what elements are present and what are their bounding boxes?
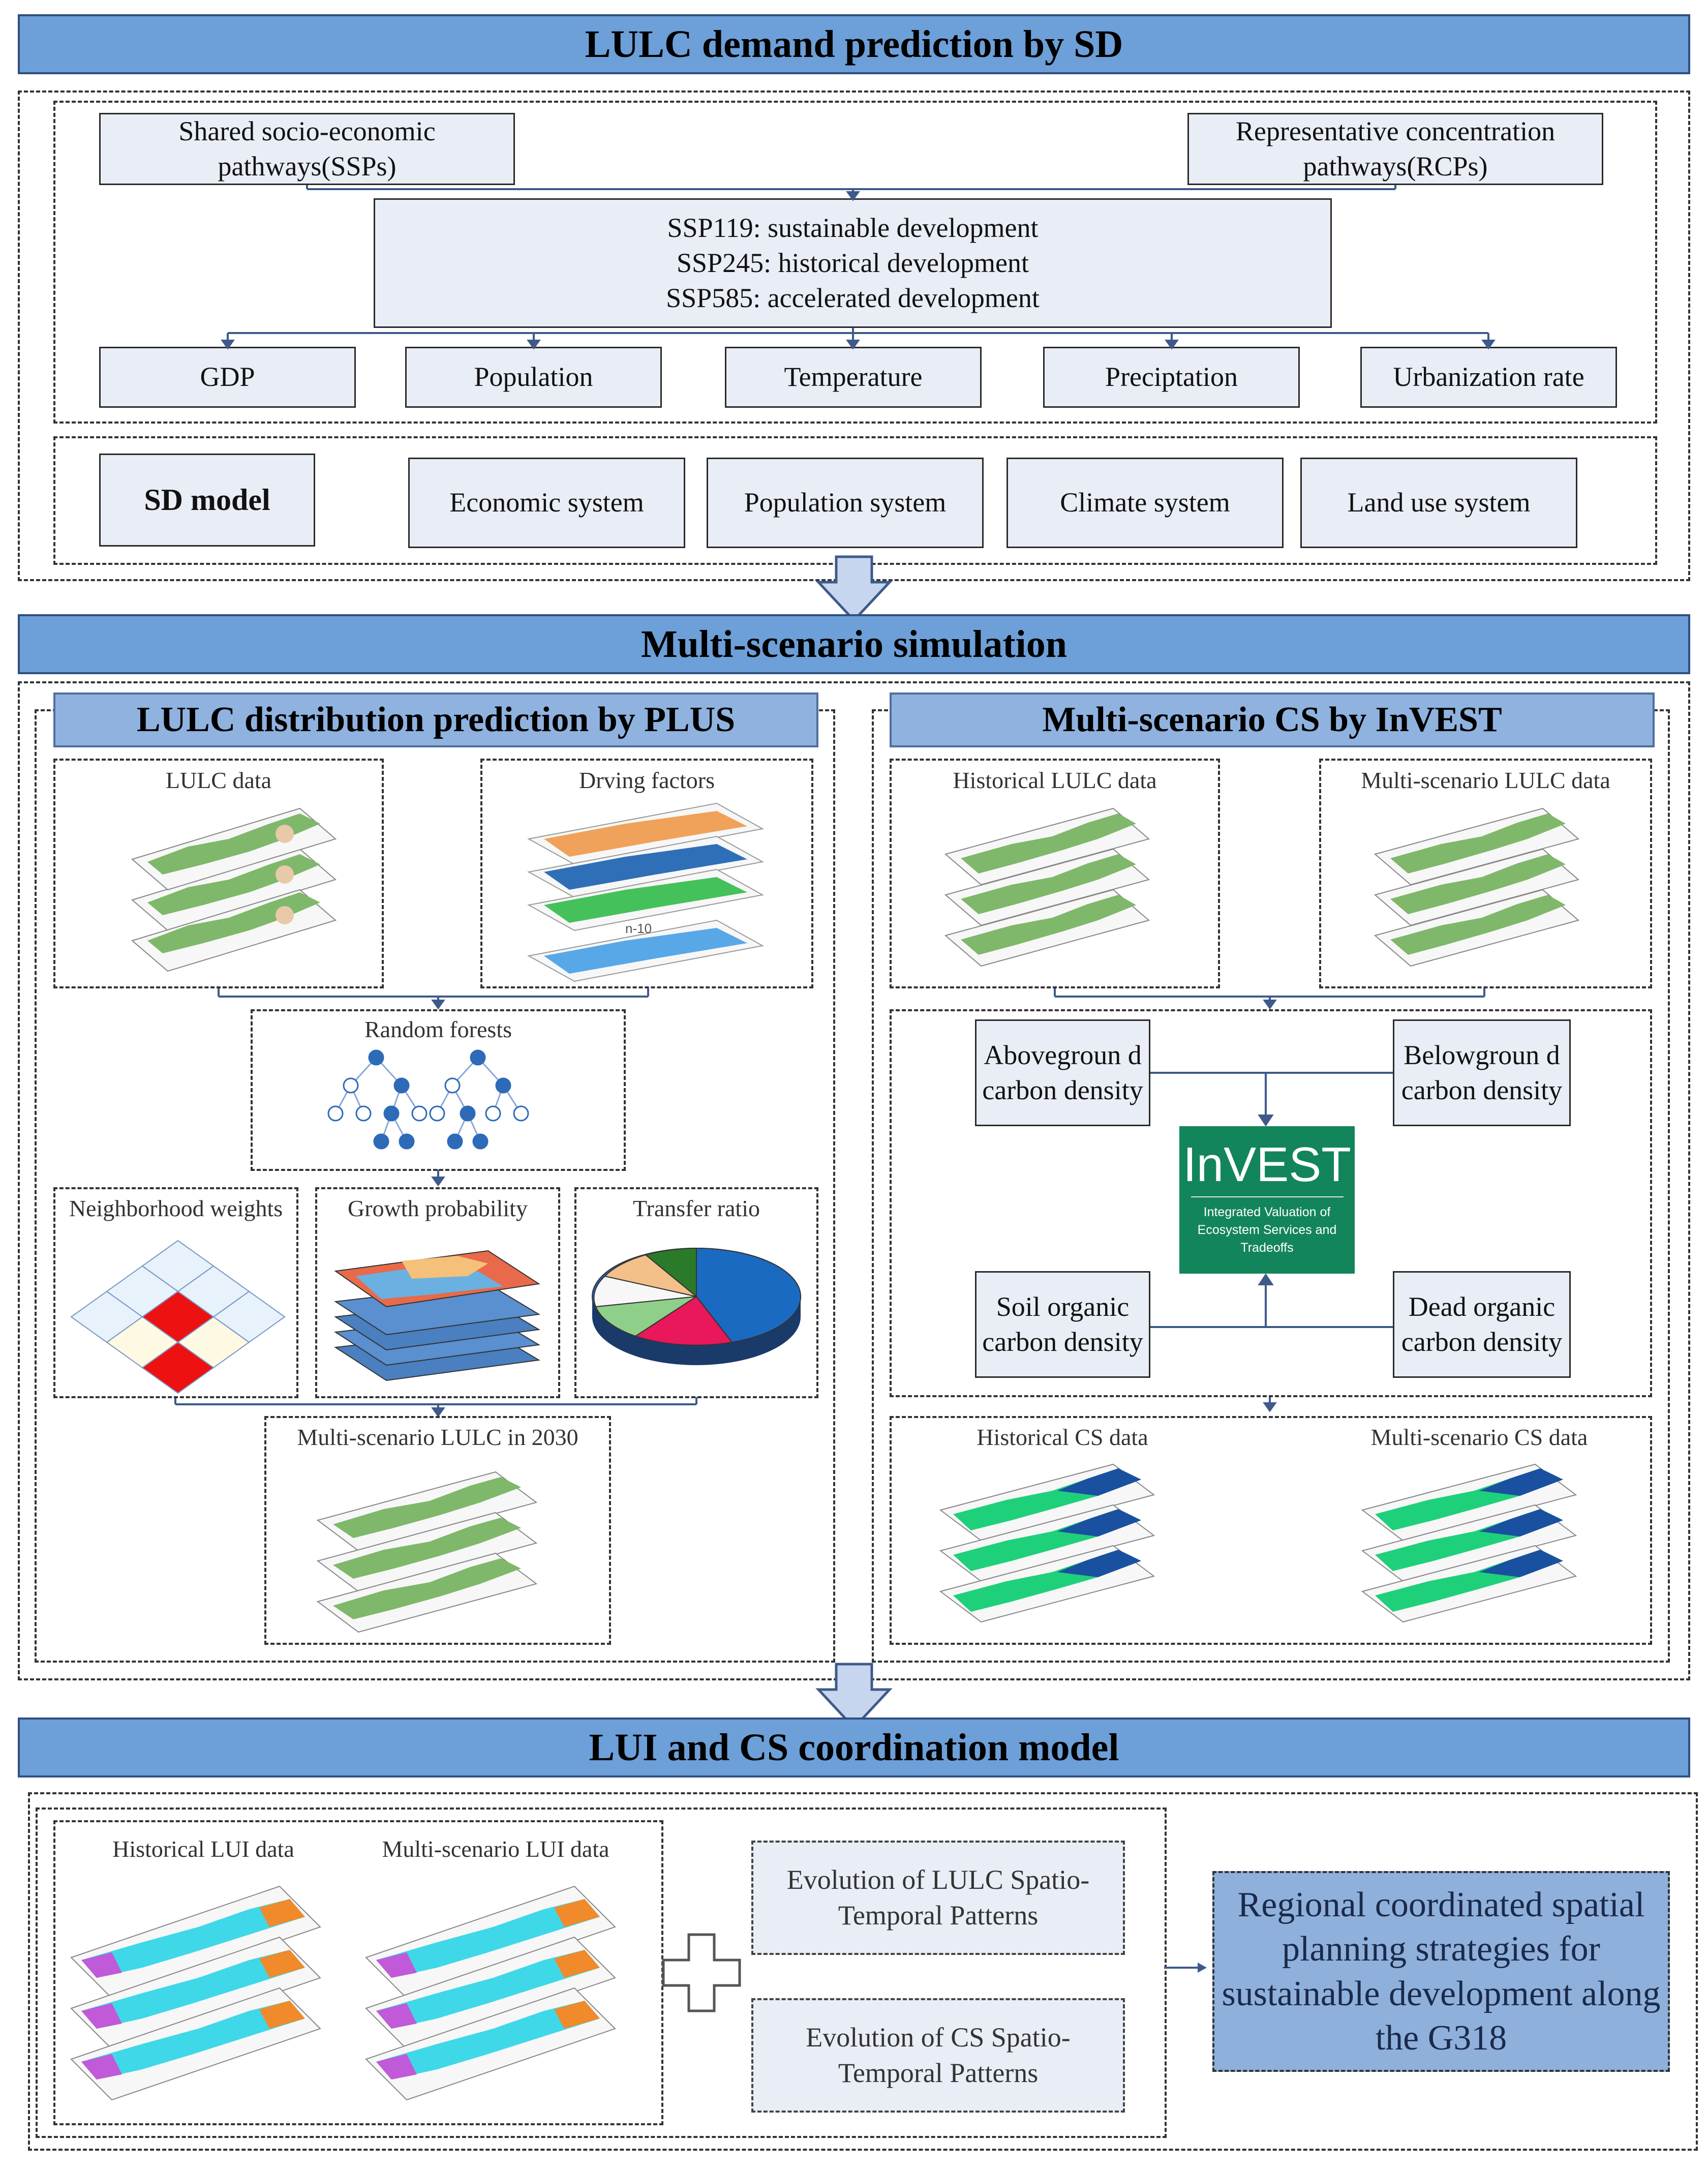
growth-caption: Growth probability	[348, 1195, 528, 1221]
section-title-sd: LULC demand prediction by SD	[18, 14, 1690, 74]
historical-lui-caption: Historical LUI data	[112, 1836, 294, 1862]
driving-factors-caption: Drving factors	[579, 767, 715, 793]
historical-cs-map-stack	[939, 1463, 1155, 1623]
scenario-lui-map-stack	[365, 1885, 616, 2101]
neighborhood-caption: Neighborhood weights	[69, 1195, 283, 1221]
cs-evolution-box: Evolution of CS Spatio-Temporal Patterns	[751, 1998, 1125, 2113]
invest-title: Multi-scenario CS by InVEST	[890, 692, 1655, 747]
factor-precipitation: Preciptation	[1043, 347, 1300, 408]
output-lulc-map-stack	[316, 1471, 538, 1633]
system-economic: Economic system	[408, 458, 685, 548]
strategy-box: Regional coordinated spatial planning st…	[1212, 1871, 1670, 2072]
neighborhood-panel	[53, 1187, 298, 1398]
transfer-caption: Transfer ratio	[633, 1195, 760, 1221]
historical-lui-map-stack	[70, 1885, 321, 2101]
system-climate: Climate system	[1006, 458, 1284, 548]
aboveground-carbon-box: Abovegroun d carbon density	[975, 1019, 1150, 1126]
system-population: Population system	[707, 458, 984, 548]
scenario-box: SSP119: sustainable development SSP245: …	[374, 198, 1332, 328]
lulc-evolution-box: Evolution of LULC Spatio-Temporal Patter…	[751, 1841, 1125, 1955]
down-arrow-1	[815, 555, 893, 622]
random-forests-caption: Random forests	[364, 1016, 512, 1042]
driving-factors-panel	[480, 759, 813, 988]
factor-population: Population	[405, 347, 662, 408]
plus-title: LULC distribution prediction by PLUS	[53, 692, 818, 747]
dead-carbon-box: Dead organic carbon density	[1393, 1271, 1571, 1378]
section-title-coordination: LUI and CS coordination model	[18, 1718, 1690, 1778]
invest-logo: InVEST Integrated Valuation of Ecosystem…	[1179, 1126, 1355, 1274]
growth-probability-stack	[334, 1250, 540, 1381]
carbon-pools-panel	[890, 1009, 1652, 1397]
right-arrow	[1164, 1963, 1207, 1973]
transfer-panel	[574, 1187, 818, 1398]
invest-logo-name: InVEST	[1183, 1137, 1351, 1192]
coordination-frame	[28, 1792, 1698, 2151]
cs-data-panel	[890, 1416, 1652, 1645]
scenario-lulc-panel	[1319, 759, 1652, 988]
scenario-lui-caption: Multi-scenario LUI data	[382, 1836, 609, 1862]
output-lulc-panel	[264, 1416, 611, 1645]
belowground-carbon-box: Belowgroun d carbon density	[1393, 1019, 1571, 1126]
factor-temperature: Temperature	[725, 347, 982, 408]
scenario-lulc-map-stack	[1374, 807, 1580, 967]
neighborhood-grid-icon	[70, 1240, 286, 1394]
historical-lulc-map-stack	[944, 807, 1150, 967]
invest-logo-subtitle: Integrated Valuation of Ecosystem Servic…	[1197, 1205, 1337, 1255]
scenario-ssp245: SSP245: historical development	[677, 247, 1029, 278]
scenario-ssp585: SSP585: accelerated development	[666, 283, 1040, 314]
random-forest-trees-icon	[327, 1049, 529, 1150]
scenario-frame	[53, 101, 1657, 424]
historical-lulc-caption: Historical LULC data	[953, 767, 1157, 793]
driving-factor-stack: n-10	[527, 802, 764, 982]
growth-panel	[315, 1187, 560, 1398]
sd-model-box: SD model	[99, 454, 315, 547]
section-title-simulation: Multi-scenario simulation	[18, 614, 1690, 674]
factor-gdp: GDP	[99, 347, 356, 408]
scenario-cs-caption: Multi-scenario CS data	[1370, 1424, 1588, 1450]
output-lulc-caption: Multi-scenario LULC in 2030	[297, 1424, 578, 1450]
scenario-cs-map-stack	[1361, 1463, 1577, 1623]
down-arrow-2	[815, 1663, 893, 1730]
transfer-pie-chart-icon	[592, 1247, 802, 1365]
n-label: n-10	[625, 921, 652, 936]
system-land-use: Land use system	[1300, 458, 1577, 548]
soil-carbon-box: Soil organic carbon density	[975, 1271, 1150, 1378]
scenario-lulc-caption: Multi-scenario LULC data	[1361, 767, 1610, 793]
ssp-box: Shared socio-economic pathways(SSPs)	[99, 113, 515, 185]
factor-urbanization: Urbanization rate	[1360, 347, 1617, 408]
invest-logo-divider	[1191, 1196, 1344, 1197]
plus-icon	[662, 1933, 741, 2012]
random-forests-panel	[251, 1009, 626, 1171]
historical-lulc-panel	[890, 759, 1220, 988]
lulc-data-panel	[53, 759, 384, 988]
historical-cs-caption: Historical CS data	[977, 1424, 1148, 1450]
scenario-ssp119: SSP119: sustainable development	[667, 212, 1039, 243]
rcp-box: Representative concentration pathways(RC…	[1187, 113, 1603, 185]
lulc-map-stack	[131, 807, 337, 972]
lulc-data-caption: LULC data	[165, 767, 272, 793]
lui-frame	[36, 1808, 1167, 2138]
